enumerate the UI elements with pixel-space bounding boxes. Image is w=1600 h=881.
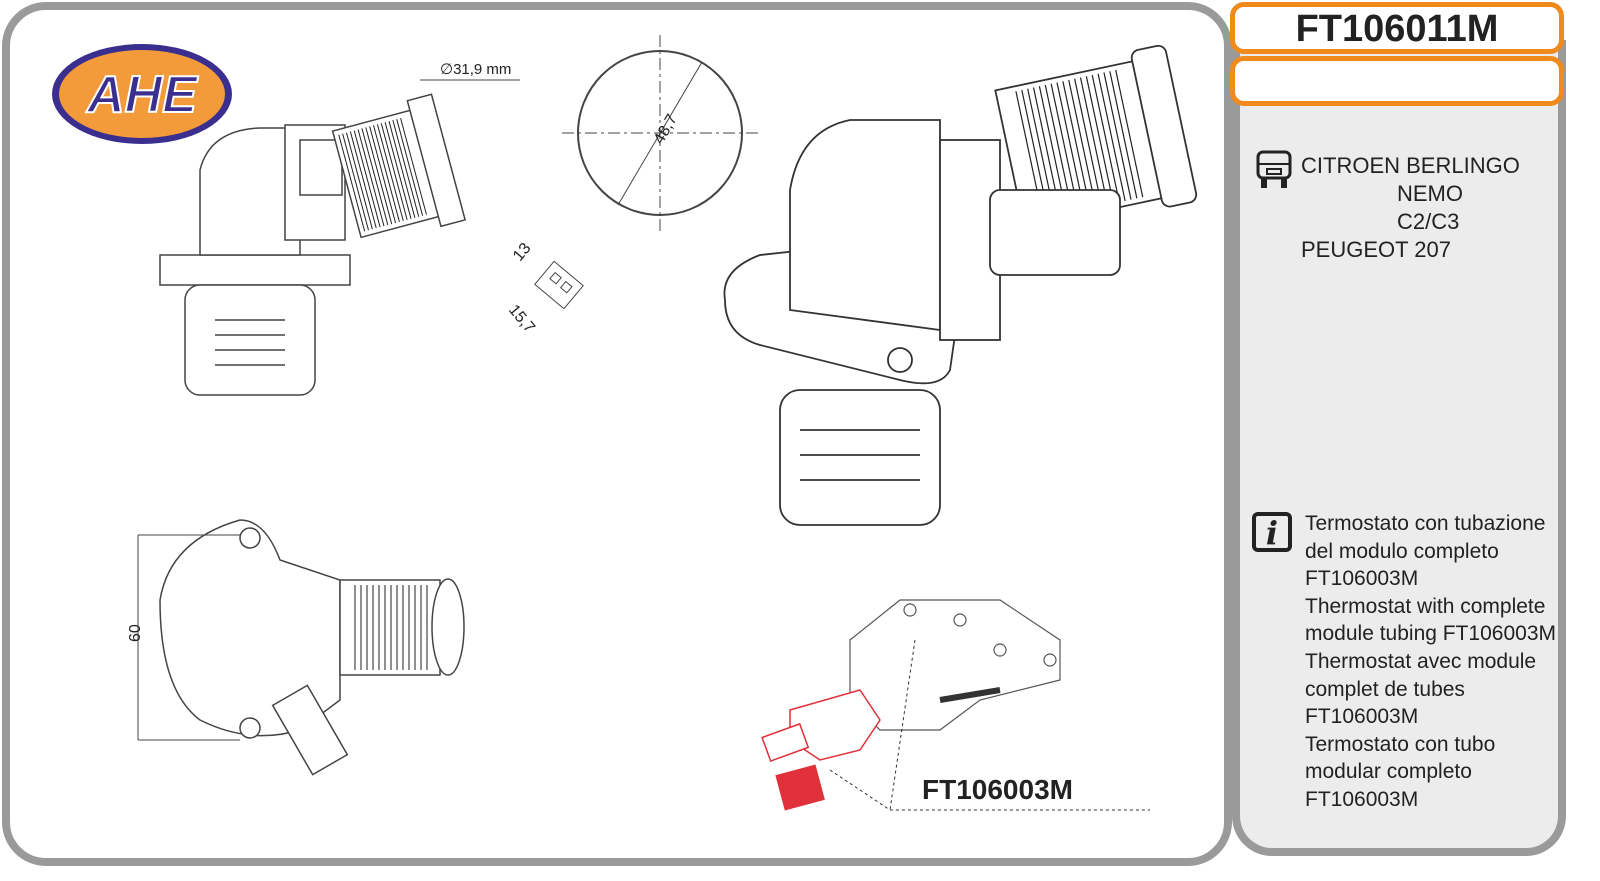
ring-diameter-view	[562, 35, 758, 232]
module-assembly-view	[849, 599, 1061, 731]
info-line: Termostato con tubo	[1305, 732, 1496, 756]
svg-text:AHE: AHE	[85, 66, 198, 124]
vehicle-item: PEUGEOT 207	[1301, 237, 1451, 262]
highlighted-part	[761, 689, 881, 811]
vehicle-list: CITROEN BERLINGO NEMO C2/C3 PEUGEOT 207	[1301, 152, 1520, 264]
connector-view	[534, 260, 584, 310]
info-line: Termostato con tubazione	[1305, 512, 1546, 535]
info-line: Thermostat with complete	[1305, 594, 1546, 618]
info-line: complet de tubes	[1305, 677, 1465, 701]
info-line: FT106003M	[1305, 787, 1419, 811]
thermostat-side-view	[159, 93, 467, 396]
info-line: del modulo completo	[1305, 539, 1499, 563]
hose-diameter-label: ∅31,9 mm	[440, 61, 511, 78]
info-line: modular completo	[1305, 760, 1472, 784]
ahe-logo: AHE	[52, 44, 232, 144]
truck-icon	[1256, 150, 1292, 188]
product-subtitle-box	[1230, 56, 1564, 106]
info-line: module tubing FT106003M	[1305, 622, 1556, 646]
flange-height-label: 60	[127, 624, 144, 642]
thermostat-3d-view	[723, 44, 1198, 526]
info-icon: i	[1252, 512, 1292, 552]
flange-top-view	[159, 519, 465, 776]
vehicle-item: CITROEN BERLINGO	[1301, 153, 1520, 178]
vehicle-item: NEMO	[1397, 181, 1463, 206]
vehicle-item: C2/C3	[1397, 209, 1460, 234]
related-part-code: FT106003M	[922, 774, 1073, 805]
info-notes: Termostato con tubazione del modulo comp…	[1305, 510, 1556, 814]
info-line: FT106003M	[1305, 567, 1419, 591]
info-line: Thermostat avec module	[1305, 649, 1537, 673]
connector-width-label: 15,7	[505, 302, 538, 337]
product-code: FT106011M	[1230, 2, 1564, 54]
info-line: FT106003M	[1305, 705, 1419, 729]
connector-height-label: 13	[510, 240, 535, 265]
ring-diameter-label: 48,7	[651, 111, 681, 147]
